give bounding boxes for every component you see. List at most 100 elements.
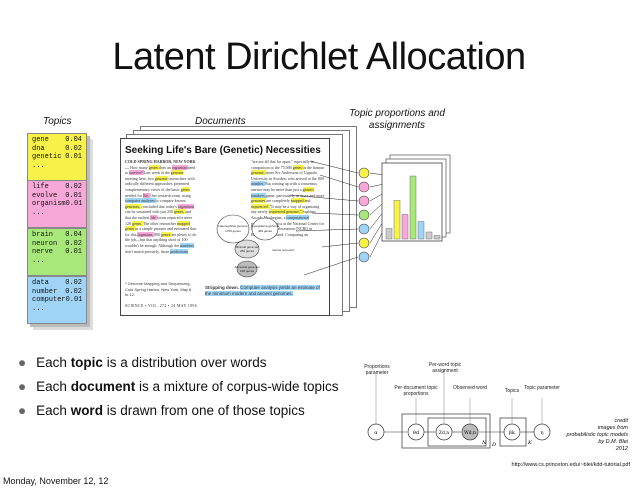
document-word: explains bbox=[302, 209, 316, 215]
haemophilus-genes-label: 1703 genes bbox=[225, 229, 241, 233]
document-word: can bbox=[125, 209, 132, 215]
document-word: consensus bbox=[300, 181, 317, 187]
topic-word-row: ... bbox=[32, 305, 82, 314]
documents-header: Documents bbox=[195, 116, 246, 127]
document-word: One bbox=[150, 192, 159, 198]
document-word: the bbox=[274, 164, 281, 170]
document-word: at bbox=[283, 220, 287, 226]
bullet-suffix: is drawn from one of those topics bbox=[102, 403, 305, 418]
bullet-keyword: document bbox=[70, 379, 136, 394]
document-word: coming bbox=[271, 181, 285, 187]
document-caption: Stripping down. Computer analysis yields… bbox=[205, 285, 323, 301]
topic-word: ... bbox=[32, 304, 45, 313]
document-word: any bbox=[251, 209, 258, 215]
document-word: organizing bbox=[302, 203, 320, 209]
topic-word-prob: 0.01 bbox=[65, 296, 83, 305]
document-word: to bbox=[270, 164, 275, 170]
document-word: mapped bbox=[290, 198, 305, 204]
topic-proportions-graphic bbox=[289, 154, 451, 276]
histogram-bar bbox=[401, 214, 409, 240]
beta-symbol: βk bbox=[509, 430, 516, 436]
document-word: are bbox=[266, 198, 273, 204]
plate-k-label: K bbox=[527, 440, 532, 446]
credit-url[interactable]: http://www.cs.princeton.edu/~blei/kdd-tu… bbox=[511, 462, 630, 468]
document-word: 128 bbox=[125, 220, 132, 226]
document-word: newly bbox=[257, 209, 269, 215]
document-word: research bbox=[158, 192, 173, 198]
document-word: organism, bbox=[137, 231, 155, 237]
topic-word: computer bbox=[32, 296, 66, 305]
document-word: short bbox=[168, 237, 178, 243]
histogram-bar bbox=[393, 200, 401, 240]
document-word: genome," bbox=[286, 209, 303, 215]
document-word: But bbox=[265, 181, 272, 187]
document-word: known bbox=[174, 198, 186, 204]
document-word: genes bbox=[125, 226, 136, 232]
topic-assignment-dot bbox=[358, 251, 370, 263]
credit-line: by D.M. Blei bbox=[598, 439, 628, 445]
haemophilus-label: Haemophilus genome bbox=[218, 224, 248, 228]
document-word: with bbox=[187, 175, 195, 181]
document-word: and bbox=[304, 198, 311, 204]
document-word: may bbox=[263, 186, 272, 192]
proportions-header: Topic proportions and assignments bbox=[342, 108, 452, 132]
topic-word-prob: 0.01 bbox=[65, 248, 82, 257]
document-word: those bbox=[160, 248, 171, 254]
label-topic-parameter: Topic parameter bbox=[524, 385, 560, 391]
document-word: number. bbox=[251, 181, 265, 187]
topic-word: ... bbox=[32, 256, 45, 265]
document-word: genomes bbox=[251, 198, 267, 204]
document-word: researchers bbox=[168, 175, 188, 181]
slide-title: Latent Dirichlet Allocation bbox=[112, 36, 526, 78]
document-word: approaches bbox=[154, 181, 174, 187]
document-word: be bbox=[131, 209, 137, 215]
label-per-document-proportions: Per-document topic proportions bbox=[394, 385, 438, 397]
document-word: forms bbox=[156, 214, 168, 220]
topic-word-row: ... bbox=[32, 209, 82, 218]
credit-line: images from bbox=[597, 425, 628, 431]
document-word: views bbox=[150, 186, 162, 192]
document-word: with bbox=[152, 209, 161, 215]
document-word: with bbox=[289, 181, 298, 187]
bullet-dot-icon: ● bbox=[18, 355, 27, 370]
topic-word: ... bbox=[32, 161, 45, 170]
topic-word: neuron bbox=[32, 239, 58, 248]
topic-word-prob: 0.02 bbox=[65, 144, 82, 153]
document-word: concluded bbox=[141, 203, 159, 209]
document-word: Mushegian, bbox=[263, 214, 284, 220]
label-topics: Topics bbox=[504, 388, 520, 394]
document-word: apart," bbox=[282, 159, 294, 164]
document-page: Seeking Life's Bare (Genetic) Necessitie… bbox=[120, 138, 330, 316]
document-word: that bbox=[269, 159, 277, 164]
document-word: all bbox=[264, 159, 270, 164]
document-word: and bbox=[185, 209, 192, 215]
mycoplasma-label: Mycoplasma genome bbox=[251, 224, 280, 228]
histogram-bar bbox=[417, 221, 425, 240]
alpha-symbol: α bbox=[374, 430, 378, 436]
document-word: and bbox=[309, 192, 317, 198]
document-word: at bbox=[307, 175, 312, 181]
document-word: this bbox=[130, 231, 138, 237]
document-word: precisely, bbox=[144, 248, 161, 254]
document-word: more bbox=[300, 192, 310, 198]
document-word: survive? bbox=[129, 170, 144, 176]
eta-symbol: η bbox=[541, 430, 544, 436]
topic-word: gene bbox=[32, 136, 49, 144]
document-word: more bbox=[276, 186, 286, 192]
document-word: 75,000 bbox=[280, 164, 293, 170]
document-caption-text: Computer analysis yields an estimate of … bbox=[205, 285, 320, 296]
document-word: human bbox=[312, 164, 324, 170]
bullet-keyword: topic bbox=[70, 355, 103, 370]
document-word: required bbox=[167, 214, 182, 220]
document-word: to bbox=[155, 198, 160, 204]
plate-d bbox=[401, 413, 491, 449]
